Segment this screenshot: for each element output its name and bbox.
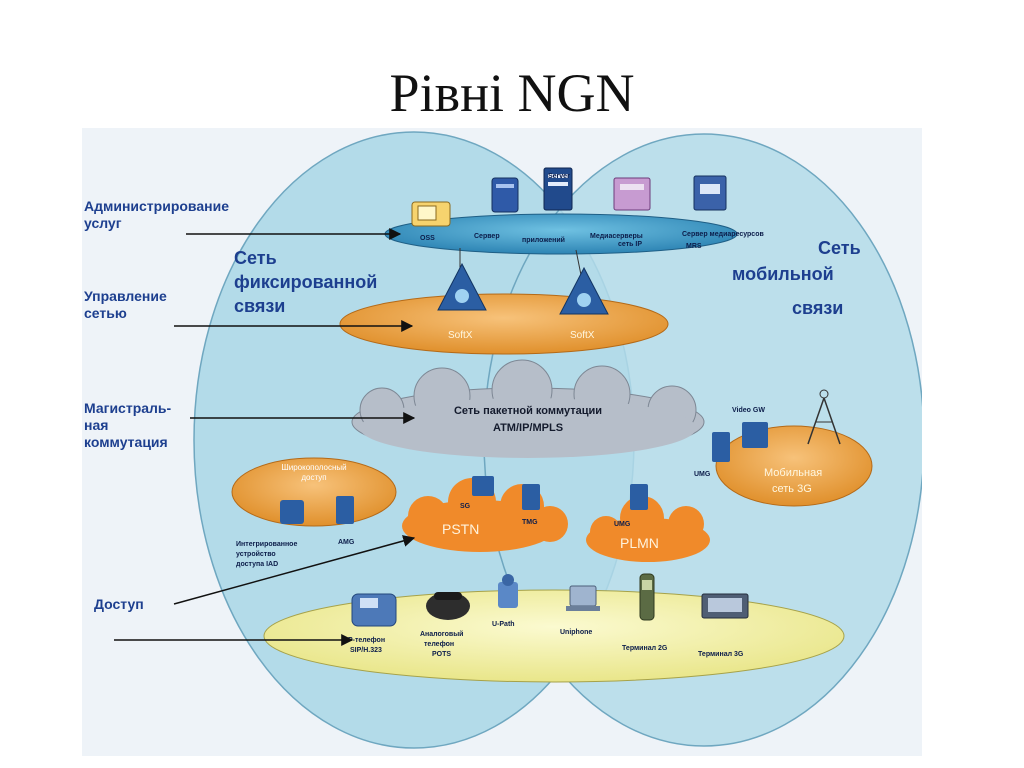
mobile-network-label-2: мобильной xyxy=(732,264,834,284)
services-item-oss: OSS xyxy=(420,235,435,242)
services-item-server: Сервер xyxy=(474,233,500,240)
tmg-icon xyxy=(522,484,540,510)
level-core-line-1: Магистраль- xyxy=(84,400,172,416)
amg-icon xyxy=(336,496,354,524)
plmn-label: PLMN xyxy=(620,535,659,551)
analog-label-1: Аналоговый xyxy=(420,630,464,638)
app-server-icon xyxy=(491,177,519,213)
terminal-2g-label: Терминал 2G xyxy=(622,645,668,652)
iad-label-2: устройство xyxy=(236,550,276,558)
softswitch-icon-2 xyxy=(559,266,609,315)
terminal-3g-label: Терминал 3G xyxy=(698,651,744,658)
iad-label-1: Интегрированное xyxy=(236,541,297,548)
iad-label-3: доступа IAD xyxy=(236,561,278,568)
ip-phone-icon xyxy=(351,593,397,627)
softswitch-label-1: SoftX xyxy=(448,330,473,341)
level-control-line-1: Управление xyxy=(84,288,167,304)
level-core-label: Магистраль- ная коммутация xyxy=(84,400,171,451)
softswitch-icon-1 xyxy=(437,262,487,311)
video-gw-icon xyxy=(742,422,768,448)
services-item-app: приложений xyxy=(522,236,565,244)
terminal-2g-icon xyxy=(639,573,655,621)
media-server-icon xyxy=(613,177,651,211)
terminal-3g-icon xyxy=(701,593,749,619)
sg-icon xyxy=(472,476,494,496)
level-access-label: Доступ xyxy=(94,596,144,613)
plmn-cloud xyxy=(586,496,710,562)
iad-icon xyxy=(280,500,304,524)
plmn-umg-label: UMG xyxy=(614,521,631,528)
level-control-label: Управление сетью xyxy=(84,288,167,322)
level-access-line-1: Доступ xyxy=(94,596,144,612)
tmg-label: TMG xyxy=(522,519,538,526)
analog-phone-icon xyxy=(426,592,470,620)
services-item-server-box: Server xyxy=(548,173,570,180)
access-layer-disc xyxy=(263,589,845,683)
upath-icon xyxy=(498,574,518,608)
amg-label: AMG xyxy=(338,539,355,546)
level-core-line-3: коммутация xyxy=(84,434,168,450)
fixed-network-label-3: связи xyxy=(234,296,285,316)
level-services-label: Администрирование услуг xyxy=(84,198,229,232)
services-item-mrs-server: Сервер медиаресурсов xyxy=(682,231,764,238)
softswitch-label-2: SoftX xyxy=(570,330,595,341)
services-item-ipnet: сеть IP xyxy=(618,241,642,248)
level-control-line-2: сетью xyxy=(84,305,127,321)
level-services-line-1: Администрирование xyxy=(84,198,229,214)
core-label-2: ATM/IP/MPLS xyxy=(493,422,563,434)
mobile-network-label-3: связи xyxy=(792,298,843,318)
sg-label: SG xyxy=(460,503,471,510)
ip-phone-label-1: IP-телефон xyxy=(346,637,385,644)
services-item-media: Медиасерверы xyxy=(590,233,643,240)
slide-title: Рівні NGN xyxy=(389,63,635,123)
server-icon xyxy=(543,167,573,211)
arrow-access-1 xyxy=(173,535,416,605)
oss-icon xyxy=(411,201,451,227)
mrs-icon xyxy=(693,175,727,211)
level-core-line-2: ная xyxy=(84,417,109,433)
mobile3g-umg-icon xyxy=(712,432,730,462)
broadband-label-1: Широкополосный xyxy=(281,463,346,472)
ngn-diagram: Сеть фиксированной связи Сеть мобильной … xyxy=(82,128,922,756)
ip-phone-label-2: SIP/H.323 xyxy=(350,647,382,654)
broadband-label-2: доступ xyxy=(301,473,326,482)
radio-tower-icon xyxy=(807,389,841,445)
upath-label: U-Path xyxy=(492,621,515,628)
services-item-mrs: MRS xyxy=(686,243,702,250)
mobile-network-label-1: Сеть xyxy=(818,238,861,258)
fixed-network-label-1: Сеть xyxy=(234,248,277,268)
pstn-label: PSTN xyxy=(442,521,479,537)
uniphone-icon xyxy=(566,585,600,611)
core-label-1: Сеть пакетной коммутации xyxy=(454,405,602,417)
mobile3g-umg-label: UMG xyxy=(694,471,711,478)
uniphone-label: Uniphone xyxy=(560,629,592,636)
video-gw-label: Video GW xyxy=(732,407,765,414)
mobile3g-label-1: Мобильная xyxy=(764,467,822,479)
control-layer-disc xyxy=(339,293,669,355)
level-services-line-2: услуг xyxy=(84,215,122,231)
core-cloud xyxy=(351,359,705,458)
analog-label-2: телефон xyxy=(424,641,454,648)
fixed-network-label-2: фиксированной xyxy=(234,272,377,292)
plmn-umg-icon xyxy=(630,484,648,510)
mobile3g-label-2: сеть 3G xyxy=(772,483,812,495)
analog-label-3: POTS xyxy=(432,651,451,658)
broadband-disc xyxy=(231,457,397,527)
